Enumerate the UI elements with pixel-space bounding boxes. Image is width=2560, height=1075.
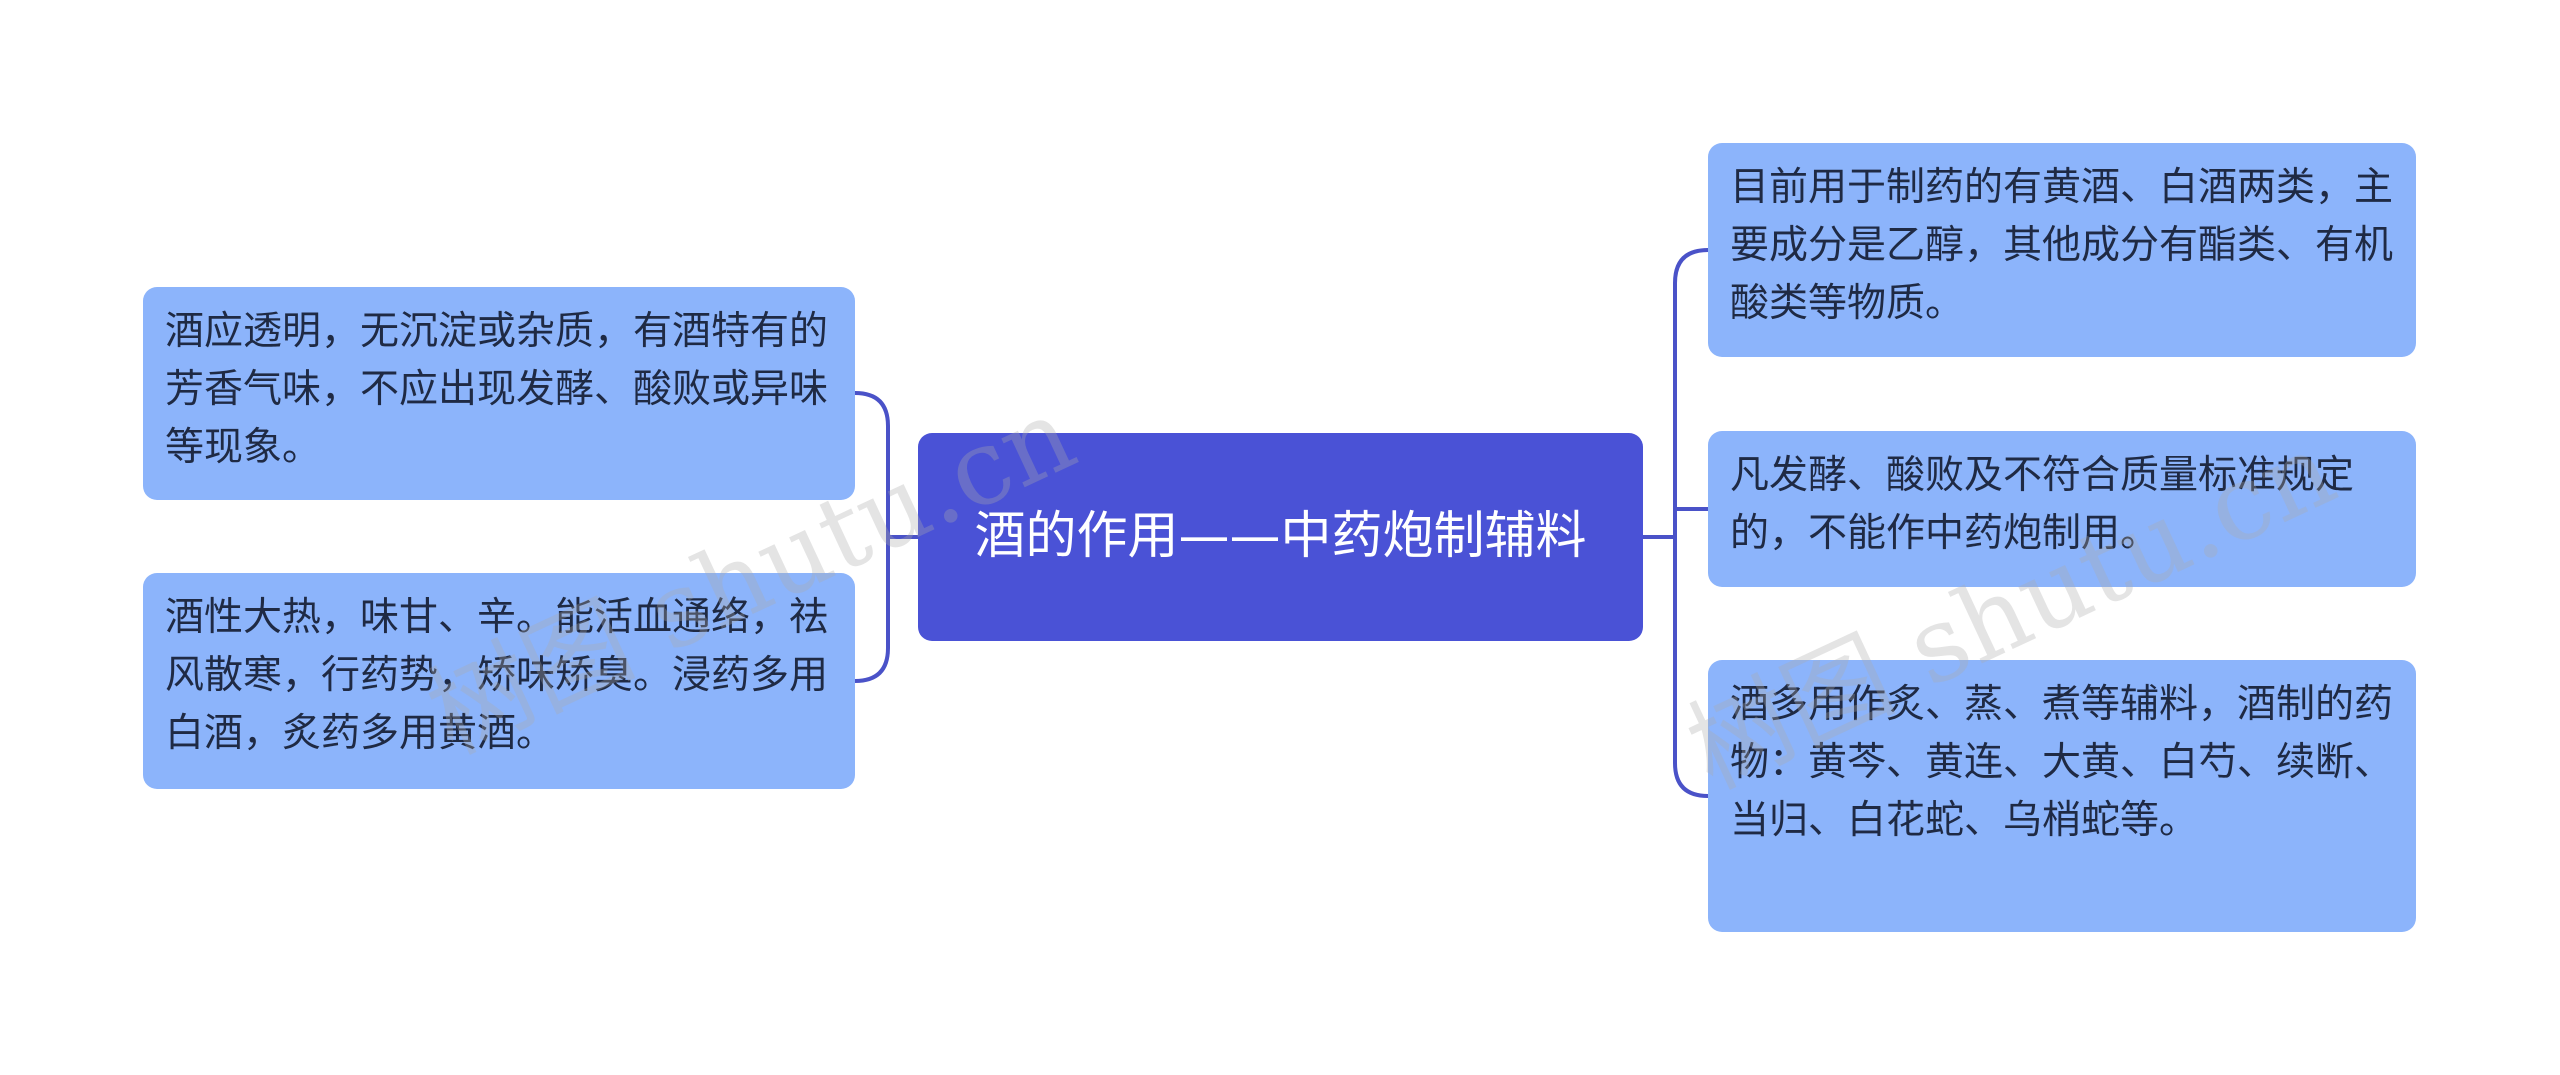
right-node-1-text: 目前用于制药的有黄酒、白酒两类，主要成分是乙醇，其他成分有酯类、有机酸类等物质。 (1730, 165, 2394, 326)
connector-left-bracket (853, 391, 890, 683)
central-topic-label: 酒的作用——中药炮制辅料 (974, 507, 1587, 566)
left-node-1[interactable]: 酒应透明，无沉淀或杂质，有酒特有的芳香气味，不应出现发酵、酸败或异味等现象。 (143, 287, 855, 500)
right-node-1[interactable]: 目前用于制药的有黄酒、白酒两类，主要成分是乙醇，其他成分有酯类、有机酸类等物质。 (1708, 143, 2416, 357)
central-topic[interactable]: 酒的作用——中药炮制辅料 (918, 433, 1643, 641)
right-node-2[interactable]: 凡发酵、酸败及不符合质量标准规定的，不能作中药炮制用。 (1708, 431, 2416, 587)
right-node-3-text: 酒多用作炙、蒸、煮等辅料，酒制的药物：黄芩、黄连、大黄、白芍、续断、当归、白花蛇… (1730, 682, 2394, 843)
right-node-3[interactable]: 酒多用作炙、蒸、煮等辅料，酒制的药物：黄芩、黄连、大黄、白芍、续断、当归、白花蛇… (1708, 660, 2416, 932)
left-node-2[interactable]: 酒性大热，味甘、辛。能活血通络，祛风散寒，行药势，矫味矫臭。浸药多用白酒，炙药多… (143, 573, 855, 789)
left-node-2-text: 酒性大热，味甘、辛。能活血通络，祛风散寒，行药势，矫味矫臭。浸药多用白酒，炙药多… (165, 595, 829, 756)
left-node-1-text: 酒应透明，无沉淀或杂质，有酒特有的芳香气味，不应出现发酵、酸败或异味等现象。 (165, 309, 829, 470)
right-node-2-text: 凡发酵、酸败及不符合质量标准规定的，不能作中药炮制用。 (1730, 453, 2355, 556)
connector-right-bracket (1673, 248, 1710, 798)
